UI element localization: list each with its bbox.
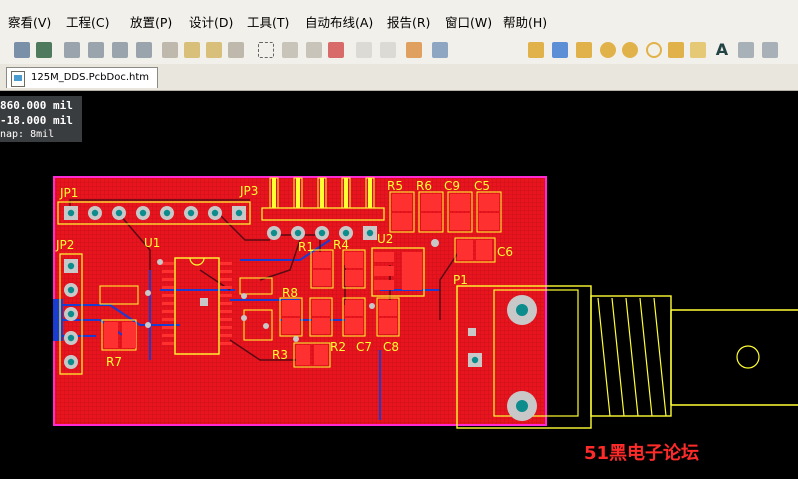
component-icon[interactable] (738, 42, 754, 58)
zoom-selected-icon[interactable] (112, 42, 128, 58)
oscillator-footprint[interactable] (239, 277, 273, 341)
menu-autoroute[interactable]: 自动布线(A) (305, 15, 374, 30)
label-r8: R8 (282, 286, 298, 300)
string-icon[interactable]: A (715, 40, 729, 59)
menu-design[interactable]: 设计(D) (189, 15, 234, 30)
label-r2: R2 (330, 340, 346, 354)
coord-y: -18.000 mil (0, 114, 73, 127)
cut-icon[interactable] (162, 42, 178, 58)
label-r4: R4 (333, 238, 349, 252)
label-c8: C8 (383, 340, 399, 354)
menu-tools[interactable]: 工具(T) (247, 15, 290, 30)
zoom-fit-icon[interactable] (64, 42, 80, 58)
jp1-header[interactable] (57, 201, 251, 225)
multi-route-icon[interactable] (576, 42, 592, 58)
toolbar: A (0, 38, 798, 65)
select-area-icon[interactable] (258, 42, 274, 58)
rubber-stamp-icon[interactable] (228, 42, 244, 58)
jp2-header[interactable] (59, 253, 83, 375)
menu-reports[interactable]: 报告(R) (387, 15, 431, 30)
label-r7: R7 (106, 355, 122, 369)
differential-route-icon[interactable] (552, 42, 568, 58)
paste-icon[interactable] (206, 42, 222, 58)
pad-icon[interactable] (622, 42, 638, 58)
menu-view[interactable]: 察看(V) (8, 15, 52, 30)
room-icon[interactable] (762, 42, 778, 58)
u1-ic[interactable] (162, 257, 232, 355)
label-jp1: JP1 (59, 186, 78, 200)
menu-place[interactable]: 放置(P) (130, 15, 173, 30)
fill-icon[interactable] (668, 42, 684, 58)
document-tab[interactable]: 125M_DDS.PcbDoc.htm (6, 67, 159, 88)
document-tab-label: 125M_DDS.PcbDoc.htm (31, 72, 150, 83)
deselect-icon[interactable] (328, 42, 344, 58)
redo-icon[interactable] (380, 42, 396, 58)
cross-probe-icon[interactable] (406, 42, 422, 58)
label-r6: R6 (416, 179, 432, 193)
label-r3: R3 (272, 348, 288, 362)
copy-icon[interactable] (184, 42, 200, 58)
coordinate-readout: 860.000 mil -18.000 mil nap: 8mil (0, 96, 82, 142)
r7-pad-right[interactable] (122, 322, 136, 348)
label-c9: C9 (444, 179, 460, 193)
snap-grid: nap: 8mil (0, 129, 55, 140)
document-icon (11, 71, 25, 87)
zoom-area-icon[interactable] (88, 42, 104, 58)
label-u2: U2 (377, 232, 393, 246)
zoom-filter-icon[interactable] (136, 42, 152, 58)
vias (145, 239, 439, 342)
menu-project[interactable]: 工程(C) (66, 15, 110, 30)
label-c7: C7 (356, 340, 372, 354)
pcb-canvas[interactable]: JP1 JP2 JP3 U1 U2 R1 R2 R3 R4 R5 R6 R7 R… (0, 90, 798, 479)
arc-icon[interactable] (646, 42, 662, 58)
menu-window[interactable]: 窗口(W) (445, 15, 493, 30)
menu-bar: 察看(V) 工程(C) 放置(P) 设计(D) 工具(T) 自动布线(A) 报告… (0, 0, 798, 41)
watermark: 51黑电子论坛 (584, 443, 700, 464)
label-c6: C6 (497, 245, 513, 259)
open-icon[interactable] (14, 42, 30, 58)
interactive-route-icon[interactable] (528, 42, 544, 58)
u2-ic[interactable] (371, 247, 425, 297)
label-r5: R5 (387, 179, 403, 193)
label-p1: P1 (453, 273, 468, 287)
move-icon[interactable] (282, 42, 298, 58)
document-tab-bar: 125M_DDS.PcbDoc.htm (0, 64, 798, 91)
select-connection-icon[interactable] (306, 42, 322, 58)
smd-pads[interactable] (279, 191, 502, 368)
label-jp2: JP2 (55, 238, 74, 252)
undo-icon[interactable] (356, 42, 372, 58)
label-r1: R1 (298, 240, 314, 254)
label-c5: C5 (474, 179, 490, 193)
polygon-icon[interactable] (690, 42, 706, 58)
coord-x: 860.000 mil (0, 99, 73, 112)
jp3-header[interactable] (261, 177, 385, 240)
via-icon[interactable] (600, 42, 616, 58)
menu-help[interactable]: 帮助(H) (503, 15, 548, 30)
label-u1: U1 (144, 236, 160, 250)
component-browser-icon[interactable] (432, 42, 448, 58)
p1-bnc-connector[interactable] (456, 285, 798, 429)
r7-pad-left[interactable] (104, 322, 118, 348)
label-jp3: JP3 (239, 184, 258, 198)
save-icon[interactable] (36, 42, 52, 58)
